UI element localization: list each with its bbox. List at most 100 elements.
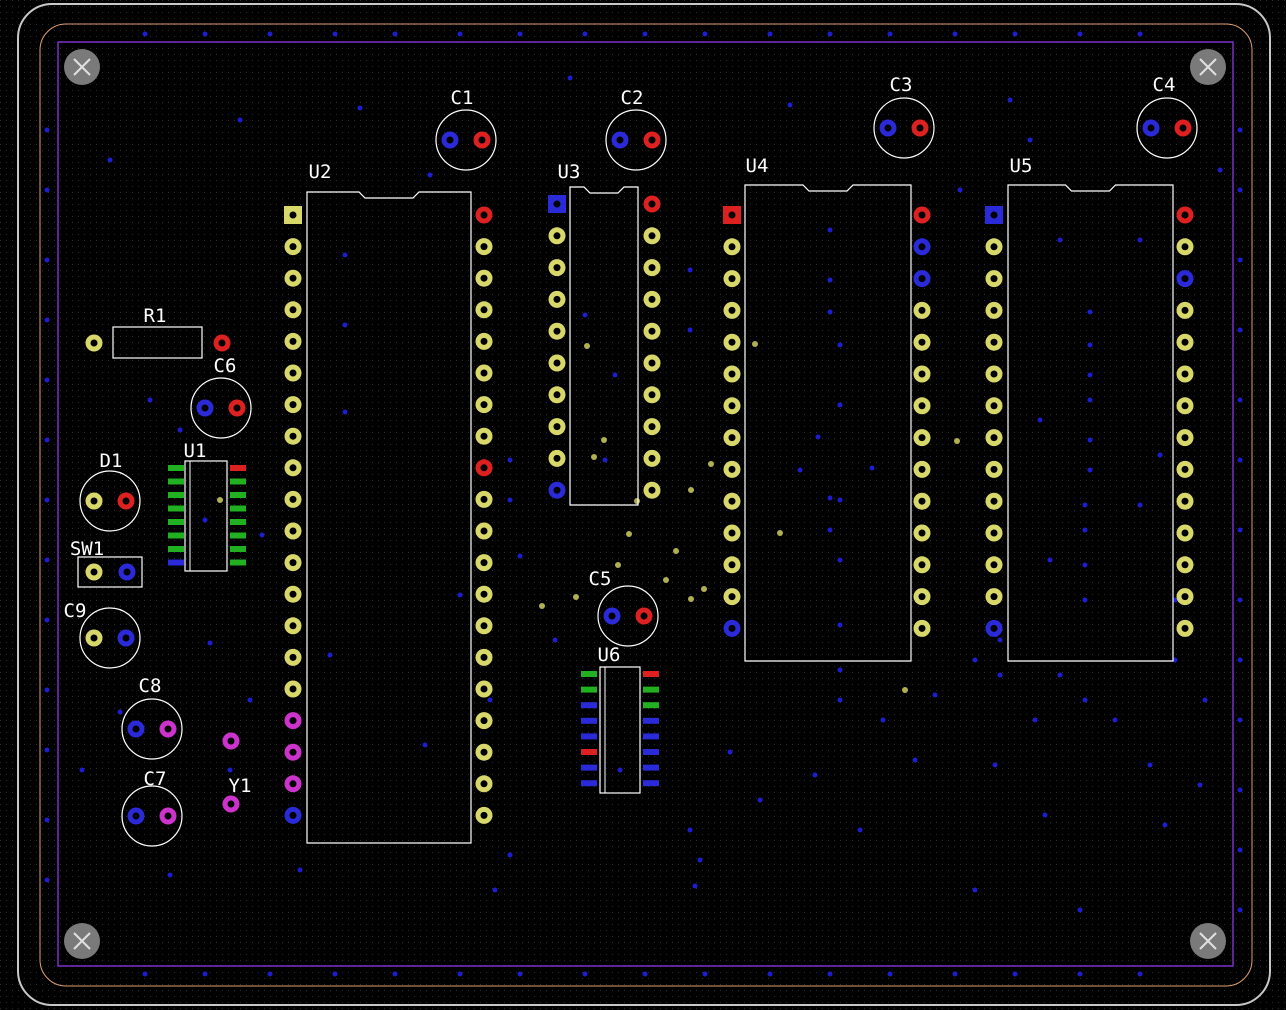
drill-hole xyxy=(1181,434,1189,442)
via xyxy=(44,497,50,503)
via xyxy=(44,257,50,263)
via xyxy=(297,867,303,873)
drill-hole xyxy=(553,391,561,399)
drill-hole xyxy=(648,423,656,431)
drill-hole xyxy=(553,486,561,494)
drill-hole xyxy=(480,464,488,472)
via xyxy=(422,742,428,748)
smd-pad xyxy=(581,702,597,709)
ref-label-u3: U3 xyxy=(558,161,581,183)
ref-label-c3: C3 xyxy=(890,74,913,96)
drill-hole xyxy=(289,653,297,661)
via xyxy=(952,971,958,977)
via xyxy=(957,187,963,193)
drill-hole xyxy=(990,434,998,442)
via xyxy=(1012,971,1018,977)
via xyxy=(1137,971,1143,977)
via xyxy=(1157,452,1163,458)
ref-label-c7: C7 xyxy=(144,768,167,790)
via xyxy=(663,577,669,583)
via xyxy=(1042,812,1048,818)
via xyxy=(1172,657,1178,663)
drill-hole xyxy=(164,725,172,733)
via xyxy=(79,767,85,773)
via xyxy=(687,327,693,333)
drill-hole xyxy=(480,780,488,788)
via xyxy=(44,687,50,693)
drill-hole xyxy=(480,717,488,725)
ref-label-c2: C2 xyxy=(621,87,644,109)
drill-hole xyxy=(728,275,736,283)
via xyxy=(1237,527,1243,533)
smd-pad xyxy=(168,532,184,539)
drill-hole xyxy=(1181,338,1189,346)
drill-hole xyxy=(480,748,488,756)
via xyxy=(688,487,694,493)
u1-outline xyxy=(184,460,228,572)
smd-pad xyxy=(643,702,659,709)
drill-hole xyxy=(122,497,130,505)
via xyxy=(1082,562,1088,568)
via xyxy=(487,697,493,703)
via xyxy=(752,341,758,347)
drill-hole xyxy=(289,559,297,567)
via xyxy=(1237,127,1243,133)
drill-hole xyxy=(289,622,297,630)
via xyxy=(267,31,273,37)
c4-outline xyxy=(1136,97,1198,159)
drill-hole xyxy=(918,275,926,283)
c5-outline xyxy=(597,585,659,647)
via xyxy=(617,767,623,773)
via xyxy=(1032,717,1038,723)
ref-label-c9: C9 xyxy=(64,600,87,622)
via xyxy=(567,75,573,81)
smd-pad xyxy=(230,519,246,525)
via xyxy=(687,827,693,833)
smd-pad xyxy=(168,492,184,498)
ref-label-y1: Y1 xyxy=(229,775,252,797)
drill-hole xyxy=(90,497,98,505)
drill-hole xyxy=(918,529,926,537)
c8-outline xyxy=(121,698,183,760)
u5-outline xyxy=(1007,184,1174,662)
drill-hole xyxy=(728,370,736,378)
drill-hole xyxy=(289,274,297,282)
via xyxy=(492,887,498,893)
via xyxy=(342,252,348,258)
via xyxy=(701,586,707,592)
drill-hole xyxy=(990,561,998,569)
via xyxy=(1112,717,1118,723)
via xyxy=(837,622,843,628)
via xyxy=(227,767,233,773)
via xyxy=(827,227,833,233)
drill-hole xyxy=(648,264,656,272)
smd-pad xyxy=(168,559,184,566)
via xyxy=(1237,397,1243,403)
board-keepout-outline xyxy=(57,41,1234,967)
via xyxy=(837,697,843,703)
mounting-hole xyxy=(64,49,100,85)
drill-hole xyxy=(132,812,140,820)
u2-outline xyxy=(306,191,472,844)
via xyxy=(167,872,173,878)
via xyxy=(1087,467,1093,473)
via xyxy=(887,971,893,977)
via xyxy=(1237,187,1243,193)
via xyxy=(626,531,632,537)
ref-label-c4: C4 xyxy=(1153,74,1176,96)
drill-hole xyxy=(1181,275,1189,283)
via xyxy=(902,687,908,693)
drill-hole xyxy=(480,622,488,630)
via xyxy=(837,667,843,673)
smd-pad xyxy=(168,505,184,512)
via xyxy=(1237,657,1243,663)
via xyxy=(507,852,513,858)
via xyxy=(827,309,833,315)
via xyxy=(601,437,607,443)
c7-outline xyxy=(121,785,183,847)
via xyxy=(1237,847,1243,853)
via xyxy=(44,377,50,383)
via xyxy=(673,548,679,554)
via xyxy=(237,117,243,123)
drill-hole xyxy=(480,274,488,282)
